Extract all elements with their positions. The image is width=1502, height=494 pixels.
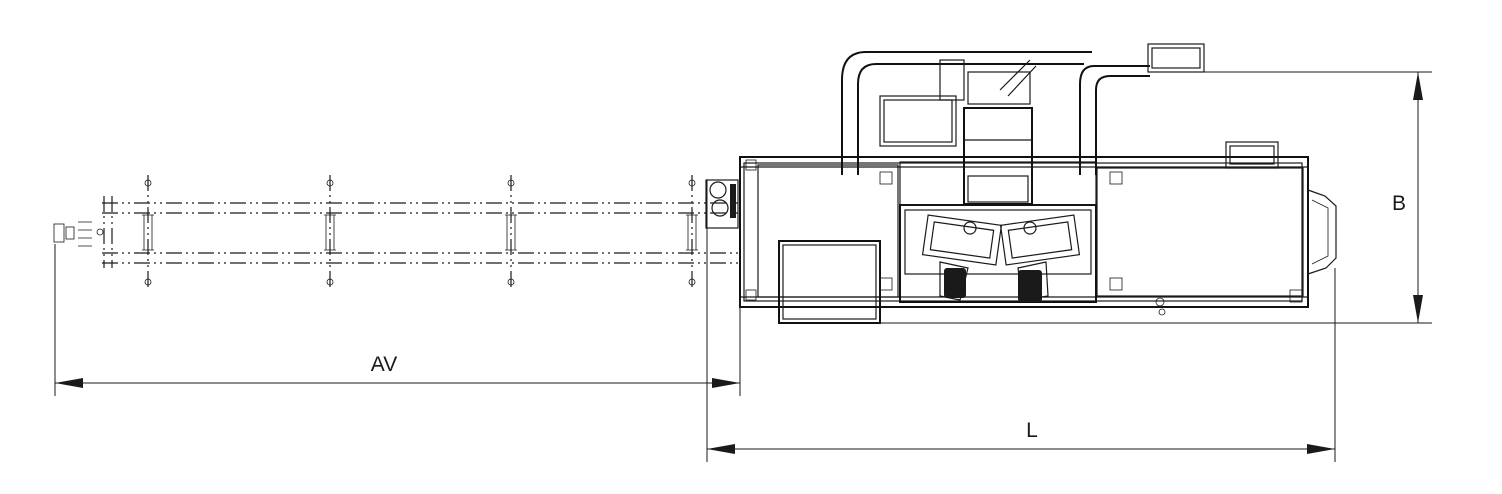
piping (841, 43, 1205, 175)
optional-extension-phantom (53, 175, 740, 290)
coupling (705, 179, 739, 229)
support-post (505, 175, 517, 290)
end-fitting (53, 221, 104, 247)
support-post (686, 175, 698, 290)
support-post (142, 175, 154, 290)
left-gear-motor (921, 214, 1003, 301)
dimension-av-label: AV (371, 353, 397, 376)
support-post (324, 175, 336, 290)
dimension-b-label: B (1392, 192, 1406, 215)
dimension-l: L (706, 180, 1336, 462)
dimension-av: AV (54, 244, 741, 396)
dimension-b: B (880, 71, 1432, 324)
main-unit (739, 43, 1337, 324)
right-gear-motor (999, 214, 1081, 302)
fasteners (745, 159, 1303, 316)
dimension-l-label: L (1026, 419, 1038, 442)
